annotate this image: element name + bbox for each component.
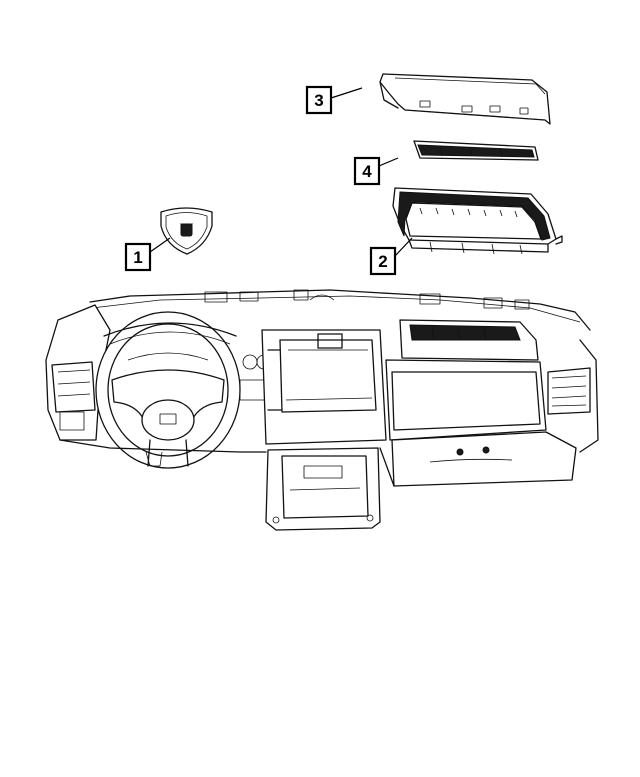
svg-text:3: 3 xyxy=(314,91,323,110)
leader-line-4 xyxy=(378,157,399,167)
driver-airbag-part[interactable] xyxy=(160,207,213,255)
svg-text:4: 4 xyxy=(362,162,372,181)
callout-3[interactable]: 3 xyxy=(305,85,333,115)
steering-wheel xyxy=(95,311,241,469)
callout-2[interactable]: 2 xyxy=(369,246,397,276)
leader-line-1 xyxy=(149,237,171,253)
callout-1[interactable]: 1 xyxy=(124,242,152,272)
instrument-panel xyxy=(45,289,599,531)
leader-line-2 xyxy=(394,237,413,257)
leader-line-3 xyxy=(330,87,363,99)
bin-mat-part[interactable] xyxy=(413,140,539,161)
bin-door-part[interactable] xyxy=(379,73,551,125)
svg-text:2: 2 xyxy=(378,252,387,271)
callout-4[interactable]: 4 xyxy=(353,156,381,186)
svg-text:1: 1 xyxy=(133,248,142,267)
bin-housing-part[interactable] xyxy=(392,187,563,255)
